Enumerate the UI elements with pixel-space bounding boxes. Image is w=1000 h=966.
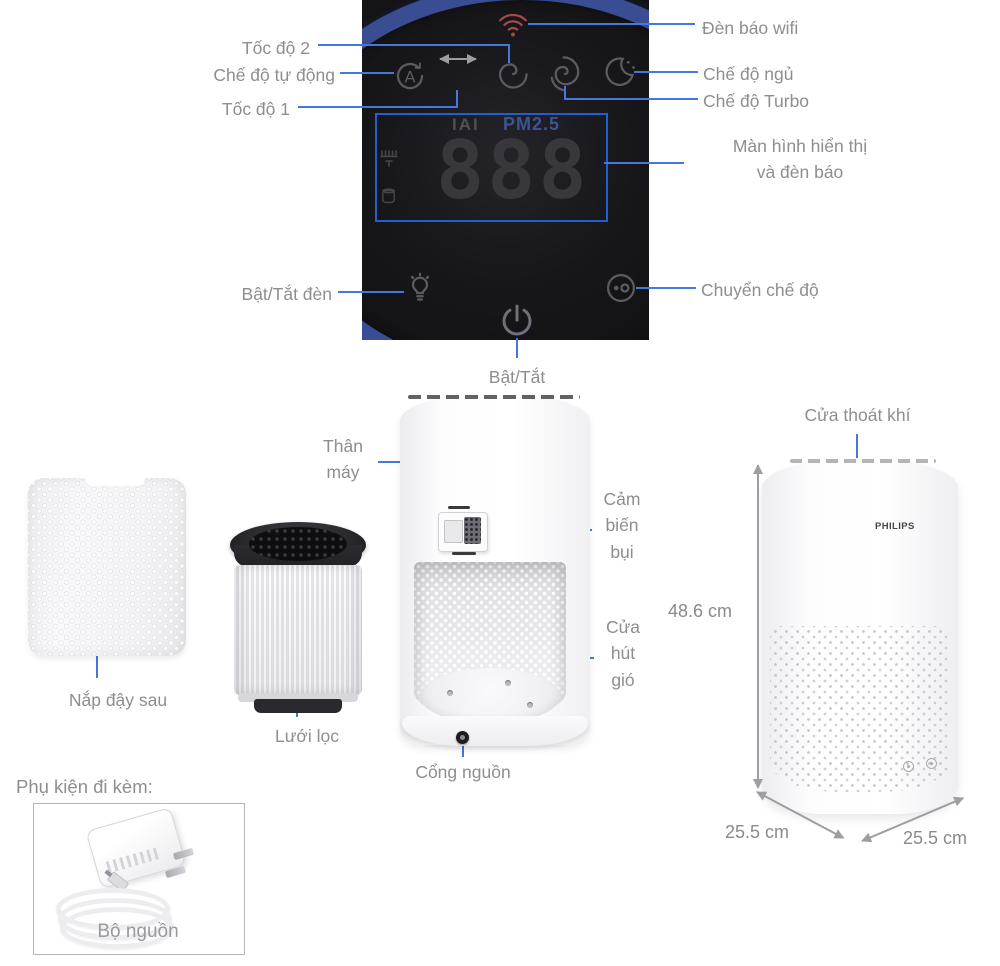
label-filter: Lưới lọc [274, 726, 340, 746]
label-power-adapter: Bộ nguồn [97, 921, 179, 942]
svg-text:A: A [404, 68, 415, 86]
screw [447, 690, 453, 696]
leader-display [604, 162, 684, 164]
label-air-outlet: Cửa thoát khí [804, 405, 911, 425]
back-cover [28, 478, 186, 656]
body-base [402, 716, 588, 746]
leader-auto [340, 72, 394, 74]
dimension-width: 25.5 cm [725, 822, 790, 842]
filter-base [254, 699, 342, 713]
indicator-badge [926, 758, 937, 769]
auto-mode-icon: A [392, 58, 428, 94]
intake-perforation [770, 626, 950, 792]
leader-power [516, 338, 518, 358]
sleep-icon [602, 54, 638, 90]
body-interior-floor [420, 668, 560, 724]
display-status-text: IAI [452, 115, 480, 134]
screw [505, 680, 511, 686]
adapter-cable-coil [60, 907, 174, 949]
light-icon [402, 271, 438, 307]
filter-status-icon [377, 147, 401, 171]
brand-logo: PHILIPS [875, 521, 915, 532]
label-wifi: Đèn báo wifi [702, 18, 799, 38]
leader-mode [636, 287, 696, 289]
label-power-toggle: Bật/Tắt [488, 367, 546, 387]
dimension-height: 48.6 cm [668, 601, 733, 621]
display-outline [375, 113, 608, 222]
wifi-icon [495, 6, 531, 42]
display-digits: 888 [436, 124, 590, 217]
main-body-vents [408, 395, 580, 399]
accessory-box: Bộ nguồn [33, 803, 245, 955]
leader-outlet [856, 434, 858, 460]
dimension-depth: 25.5 cm [903, 828, 968, 848]
dimension-height-arrow [757, 465, 759, 788]
power-port [456, 731, 469, 744]
label-mode-switch: Chuyển chế độ [701, 280, 819, 300]
leader-light [338, 291, 404, 293]
leader-speed2-v [508, 44, 510, 63]
pm25-label: PM2.5 [503, 114, 561, 134]
filter-lip [238, 693, 358, 702]
screw [527, 702, 533, 708]
leader-turbo-h [564, 98, 698, 100]
leader-speed2-h [318, 44, 510, 46]
label-speed1: Tốc độ 1 [221, 99, 290, 119]
filter-honeycomb [249, 527, 347, 561]
leader-turbo-v [564, 86, 566, 100]
turbo-icon [547, 56, 583, 92]
speed1-icon [439, 54, 477, 71]
label-air-intake: Cửa hút gió [605, 617, 641, 690]
label-back-cover: Nắp đậy sau [68, 690, 168, 710]
leader-speed1-h [298, 106, 458, 108]
leader-wifi [528, 23, 695, 25]
label-body: Thân máy [323, 436, 363, 483]
label-sleep-mode: Chế độ ngủ [703, 64, 794, 84]
label-turbo-mode: Chế độ Turbo [703, 91, 810, 111]
leader-speed1-v [456, 90, 458, 108]
indicator-badge [903, 761, 914, 772]
speed2-icon [495, 56, 531, 92]
power-icon [496, 300, 538, 342]
label-light-toggle: Bật/Tắt đèn [241, 284, 332, 304]
mode-switch-icon [603, 270, 639, 306]
filter-pleats [234, 565, 362, 695]
tank-icon [378, 185, 399, 206]
control-panel [362, 0, 649, 340]
sensor-vent-top [448, 506, 470, 509]
air-outlet-vents [790, 459, 936, 463]
label-power-port: Cổng nguồn [415, 762, 511, 782]
label-auto-mode: Chế độ tự động [213, 65, 335, 85]
label-speed2: Tốc độ 2 [241, 38, 310, 58]
leader-sleep [634, 71, 698, 73]
back-cover-notch [85, 474, 145, 486]
label-display-area: Màn hình hiển thị và đèn báo [732, 136, 868, 183]
dust-sensor-grid [464, 517, 481, 544]
label-dust-sensor: Cảm biến bụi [603, 489, 641, 562]
sensor-vent-bottom [452, 552, 476, 555]
dust-sensor-window [444, 520, 463, 543]
leader-port [462, 745, 464, 757]
accessories-heading: Phụ kiện đi kèm: [16, 776, 153, 797]
